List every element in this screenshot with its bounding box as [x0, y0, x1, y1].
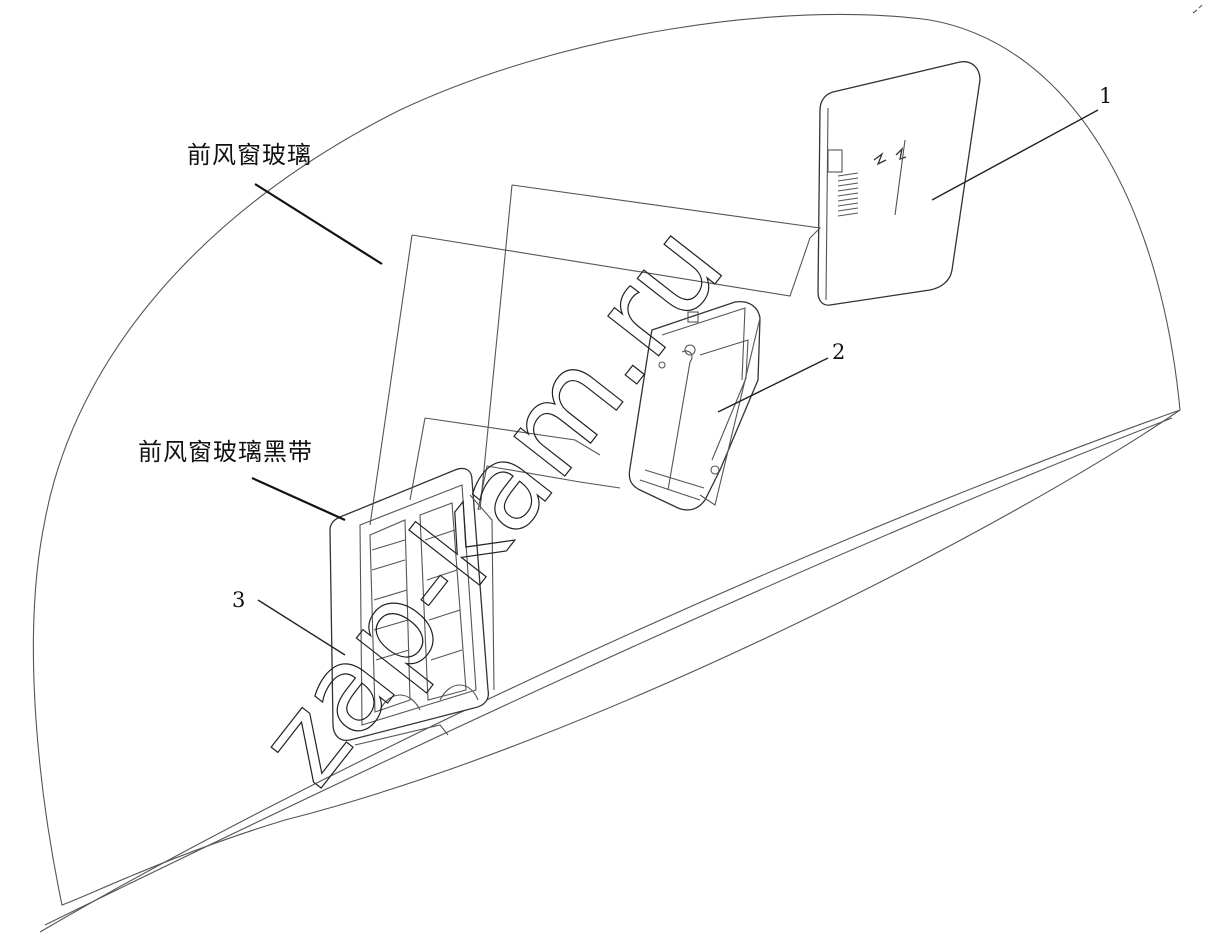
leader-black-band: [251, 476, 346, 522]
black-band-edge-lower: [44, 417, 1173, 926]
assembly-lines: [369, 184, 822, 526]
part-3-bracket: [329, 467, 495, 746]
leader-part-2: [717, 357, 829, 413]
windshield-outline: [32, 13, 1181, 906]
leader-windshield: [254, 183, 383, 265]
leader-part-1: [931, 109, 1099, 201]
label-windshield: 前风窗玻璃: [187, 141, 312, 169]
part-1-cover: [817, 61, 981, 306]
corner-mark: [1192, 4, 1203, 14]
label-part-3: 3: [232, 588, 246, 612]
label-part-1: 1: [1099, 84, 1113, 108]
black-band-edge-upper: [39, 409, 1181, 933]
leader-part-3: [257, 599, 346, 656]
part-2-camera: [628, 300, 761, 511]
label-windshield-black-band: 前风窗玻璃黑带: [138, 438, 313, 466]
label-part-2: 2: [832, 340, 846, 364]
